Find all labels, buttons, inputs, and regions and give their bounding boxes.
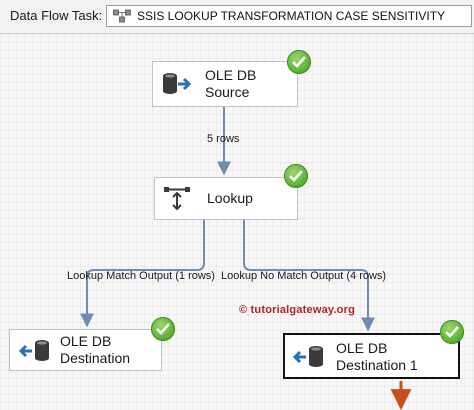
match-output-label: Lookup Match Output (1 rows) (67, 270, 215, 282)
lookup-transform-icon (164, 185, 190, 218)
destination-1-subtitle: Destination 1 (336, 357, 418, 373)
lookup-title: Lookup (207, 190, 253, 206)
database-arrow-icon (17, 338, 51, 369)
ole-db-destination-component[interactable]: OLE DB Destination (9, 329, 162, 371)
success-check-icon (287, 50, 311, 74)
data-flow-task-icon (113, 9, 131, 28)
data-flow-paths (80, 107, 412, 410)
data-flow-task-label: Data Flow Task: (10, 8, 103, 23)
destination-title: OLE DB (60, 333, 112, 349)
lookup-transform-component[interactable]: Lookup (154, 177, 298, 220)
success-check-icon (284, 164, 308, 188)
no-match-output-label: Lookup No Match Output (4 rows) (221, 270, 387, 282)
data-flow-task-name: SSIS LOOKUP TRANSFORMATION CASE SENSITIV… (137, 9, 446, 23)
ole-db-source-component[interactable]: OLE DB Source (152, 61, 298, 107)
data-flow-task-selector[interactable]: SSIS LOOKUP TRANSFORMATION CASE SENSITIV… (106, 5, 472, 27)
ole-db-destination-1-component[interactable]: OLE DB Destination 1 (283, 333, 460, 379)
no-match-output-path[interactable] (243, 220, 375, 332)
watermark: © tutorialgateway.org (239, 304, 356, 316)
match-output-path[interactable] (80, 220, 205, 328)
destination-1-title: OLE DB (336, 340, 388, 356)
success-check-icon (151, 317, 175, 341)
data-flow-canvas[interactable]: OLE DB Source 5 rows Lookup Lookup Match… (0, 34, 474, 410)
database-arrow-icon (291, 344, 325, 375)
toolbar: Data Flow Task: SSIS LOOKUP TRANSFORMATI… (0, 0, 474, 34)
source-to-lookup-row-count: 5 rows (207, 133, 240, 145)
database-arrow-icon (161, 71, 195, 102)
success-check-icon (440, 320, 464, 344)
source-subtitle: Source (205, 84, 250, 100)
source-title: OLE DB (205, 67, 257, 83)
destination-subtitle: Destination (60, 350, 131, 366)
